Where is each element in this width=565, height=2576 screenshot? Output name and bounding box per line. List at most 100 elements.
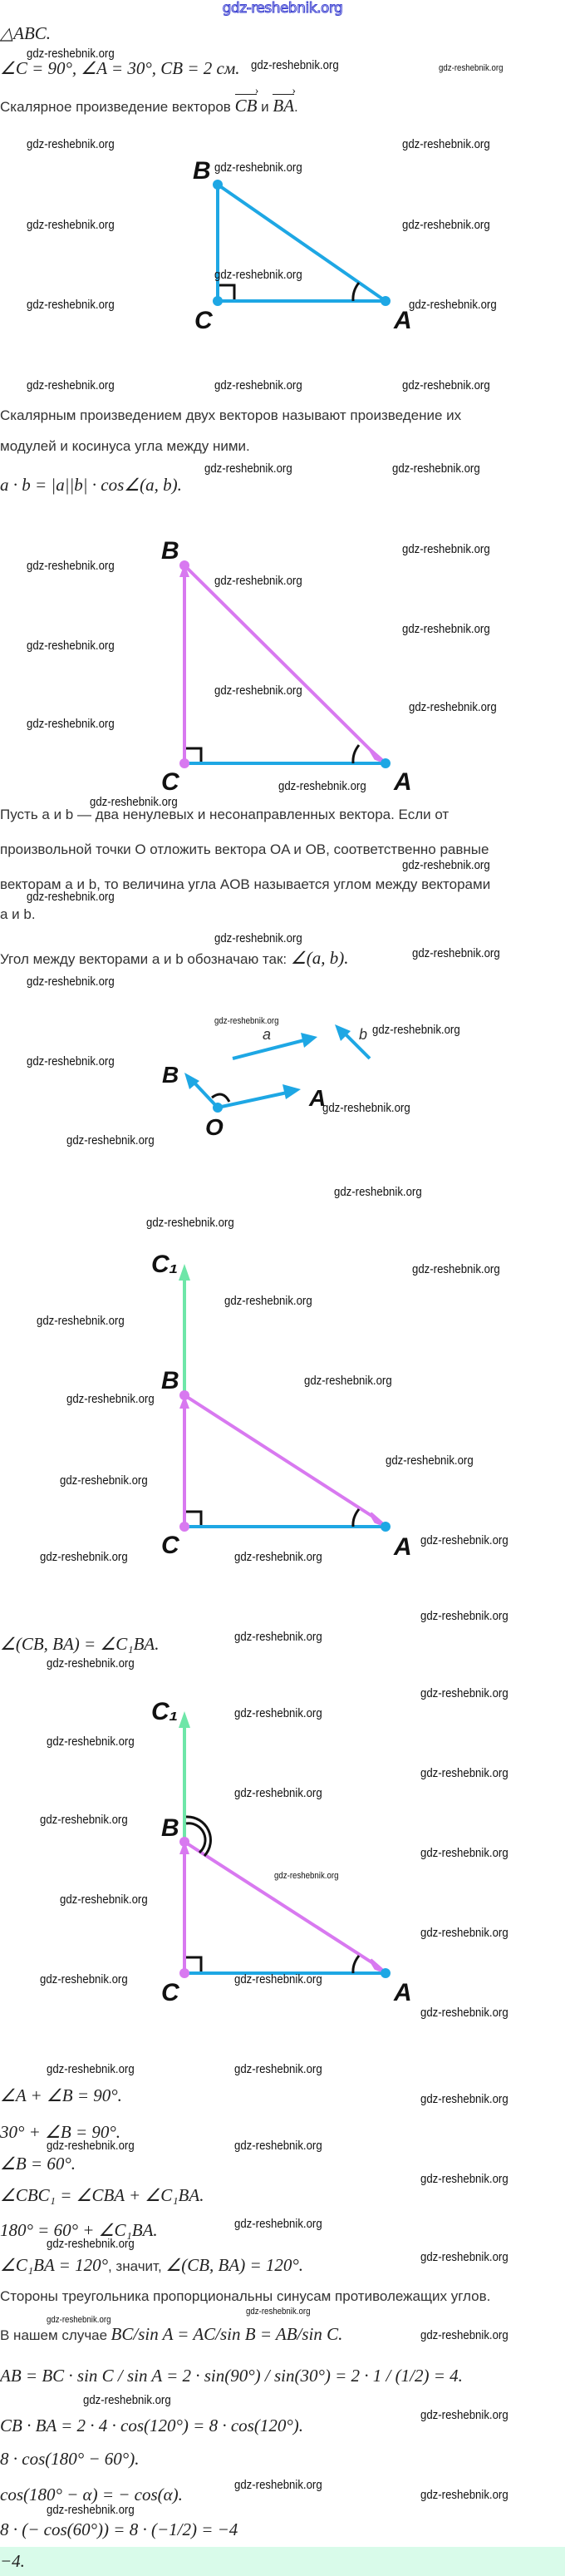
task-and: и [261, 99, 269, 115]
label-a: A [393, 768, 412, 796]
watermark: gdz-reshebnik.org [246, 2307, 311, 2317]
definition-line-2: модулей и косинуса угла между ними. [0, 438, 250, 454]
dot-product-formula: a · b = |a||b| · cos∠(a, b). [0, 475, 182, 495]
watermark: gdz-reshebnik.org [234, 1630, 322, 1644]
watermark: gdz-reshebnik.org [420, 2408, 508, 2422]
watermark: gdz-reshebnik.org [27, 559, 115, 573]
label-a: A [393, 1979, 412, 2006]
watermark: gdz-reshebnik.org [214, 160, 302, 175]
label-vector-a: a [263, 1026, 271, 1043]
identity: cos(180° − α) = − cos(α). [0, 2485, 183, 2504]
angle-a-arc [351, 1508, 361, 1527]
watermark: gdz-reshebnik.org [420, 1686, 508, 1700]
label-b: B [162, 1062, 179, 1088]
answer-box: −4. [0, 2547, 565, 2576]
watermark: gdz-reshebnik.org [66, 1392, 155, 1406]
label-c: C [161, 1532, 180, 1559]
watermark: gdz-reshebnik.org [37, 1314, 125, 1328]
point-c [179, 758, 189, 768]
watermark: gdz-reshebnik.org [372, 1023, 460, 1037]
step-1: ∠A + ∠B = 90°. [0, 2085, 122, 2105]
triangle-diagram-4: C₁ B C A [151, 1698, 412, 2006]
watermark: gdz-reshebnik.org [60, 1893, 148, 1907]
given-conditions: ∠C = 90°, ∠A = 30°, CB = 2 см. [0, 58, 240, 78]
watermark: gdz-reshebnik.org [27, 378, 115, 392]
watermark: gdz-reshebnik.org [234, 1786, 322, 1800]
watermark: gdz-reshebnik.org [278, 779, 366, 793]
watermark: gdz-reshebnik.org [47, 2315, 111, 2325]
definition-line-1: Скалярным произведением двух векторов на… [0, 407, 462, 423]
arrowhead-ba [369, 1958, 386, 1973]
label-a: A [308, 1085, 326, 1111]
label-c: C [194, 307, 214, 334]
watermark: gdz-reshebnik.org [392, 461, 480, 476]
angle-a-arc [351, 282, 361, 302]
watermark: gdz-reshebnik.org [420, 1533, 508, 1547]
watermark: gdz-reshebnik.org [83, 2393, 171, 2407]
case-prefix: В нашем случае [0, 2327, 108, 2343]
angle-c1ba-arc-inner [185, 1822, 207, 1854]
angle-c1ba-arc-outer [185, 1815, 212, 1858]
watermark: gdz-reshebnik.org [146, 1216, 234, 1230]
label-c1: C₁ [151, 1251, 178, 1278]
watermark: gdz-reshebnik.org [47, 1656, 135, 1670]
notation-prefix: Угол между векторами a и b обозначаю так… [0, 951, 287, 967]
sines-rule: Стороны треугольника пропорциональны син… [0, 2288, 491, 2304]
arrowhead-cb [179, 1841, 189, 1854]
case-formula: BC/sin A = AC/sin B = AB/sin C. [111, 2324, 343, 2344]
step-6-angle: ∠C₁BA = 120° [0, 2255, 108, 2275]
task-prefix: Скалярное произведение векторов [0, 99, 231, 115]
vector-ba [183, 1840, 377, 1967]
watermark: gdz-reshebnik.org [412, 1262, 500, 1276]
watermark: gdz-reshebnik.org [386, 1453, 474, 1468]
point-a [381, 1522, 391, 1532]
site-logo[interactable]: gdz-reshebnik.org [222, 0, 343, 17]
watermark: gdz-reshebnik.org [90, 795, 178, 809]
watermark: gdz-reshebnik.org [234, 1550, 322, 1564]
point-b [213, 180, 223, 190]
watermark: gdz-reshebnik.org [214, 931, 302, 945]
watermark: gdz-reshebnik.org [234, 1706, 322, 1720]
point-a [381, 296, 391, 306]
watermark: gdz-reshebnik.org [47, 2503, 135, 2517]
point-o [213, 1103, 223, 1113]
point-a [381, 758, 391, 768]
vector-a-arrowhead [301, 1033, 317, 1048]
label-b: B [161, 1814, 179, 1842]
step-6-result: ∠(CB, BA) = 120°. [165, 2255, 304, 2275]
point-b [179, 1837, 189, 1847]
label-b: B [193, 157, 211, 185]
vector-oa-line [217, 1090, 292, 1109]
angle-def-line-1: Пусть a и b — два ненулевых и несонаправ… [0, 807, 450, 822]
label-a: A [393, 307, 412, 334]
step-4: ∠CBC₁ = ∠CBA + ∠C₁BA. [0, 2185, 204, 2205]
step-7: 8 · cos(180° − 60°). [0, 2449, 140, 2469]
watermark: gdz-reshebnik.org [304, 1374, 392, 1388]
watermark: gdz-reshebnik.org [27, 975, 115, 989]
notation-formula: ∠(a, b). [290, 948, 349, 968]
step-2: 30° + ∠B = 90°. [0, 2122, 121, 2142]
given-triangle: △ABC. [0, 23, 52, 43]
vector-oa-arrowhead [282, 1084, 301, 1099]
ab-calculation: AB = BC · sin C / sin A = 2 · sin(90°) /… [0, 2366, 463, 2386]
step-3: ∠B = 60°. [0, 2154, 76, 2174]
watermark: gdz-reshebnik.org [66, 1133, 155, 1147]
watermark: gdz-reshebnik.org [27, 717, 115, 731]
angle-a-arc [351, 1955, 361, 1974]
point-a [381, 1968, 391, 1978]
watermark: gdz-reshebnik.org [402, 858, 490, 872]
step-6: ∠C₁BA = 120°, значит, ∠(CB, BA) = 120°. [0, 2255, 303, 2276]
watermark: gdz-reshebnik.org [27, 639, 115, 653]
watermark: gdz-reshebnik.org [420, 2092, 508, 2106]
angle-notation: Угол между векторами a и b обозначаю так… [0, 948, 348, 969]
vector-cb: CB [234, 85, 258, 116]
dot-product-calc: CB · BA = 2 · 4 · cos(120°) = 8 · cos(12… [0, 2416, 303, 2435]
label-c: C [161, 1979, 180, 2006]
point-c [213, 296, 223, 306]
angle-def-line-2: произвольной точки O отложить вектора OA… [0, 841, 489, 857]
label-c1: C₁ [151, 1698, 178, 1725]
label-a: A [393, 1533, 412, 1561]
watermark: gdz-reshebnik.org [234, 2478, 322, 2492]
arrowhead-ba [369, 1512, 386, 1527]
triangle-diagram-3: C₁ B C A [151, 1251, 412, 1561]
